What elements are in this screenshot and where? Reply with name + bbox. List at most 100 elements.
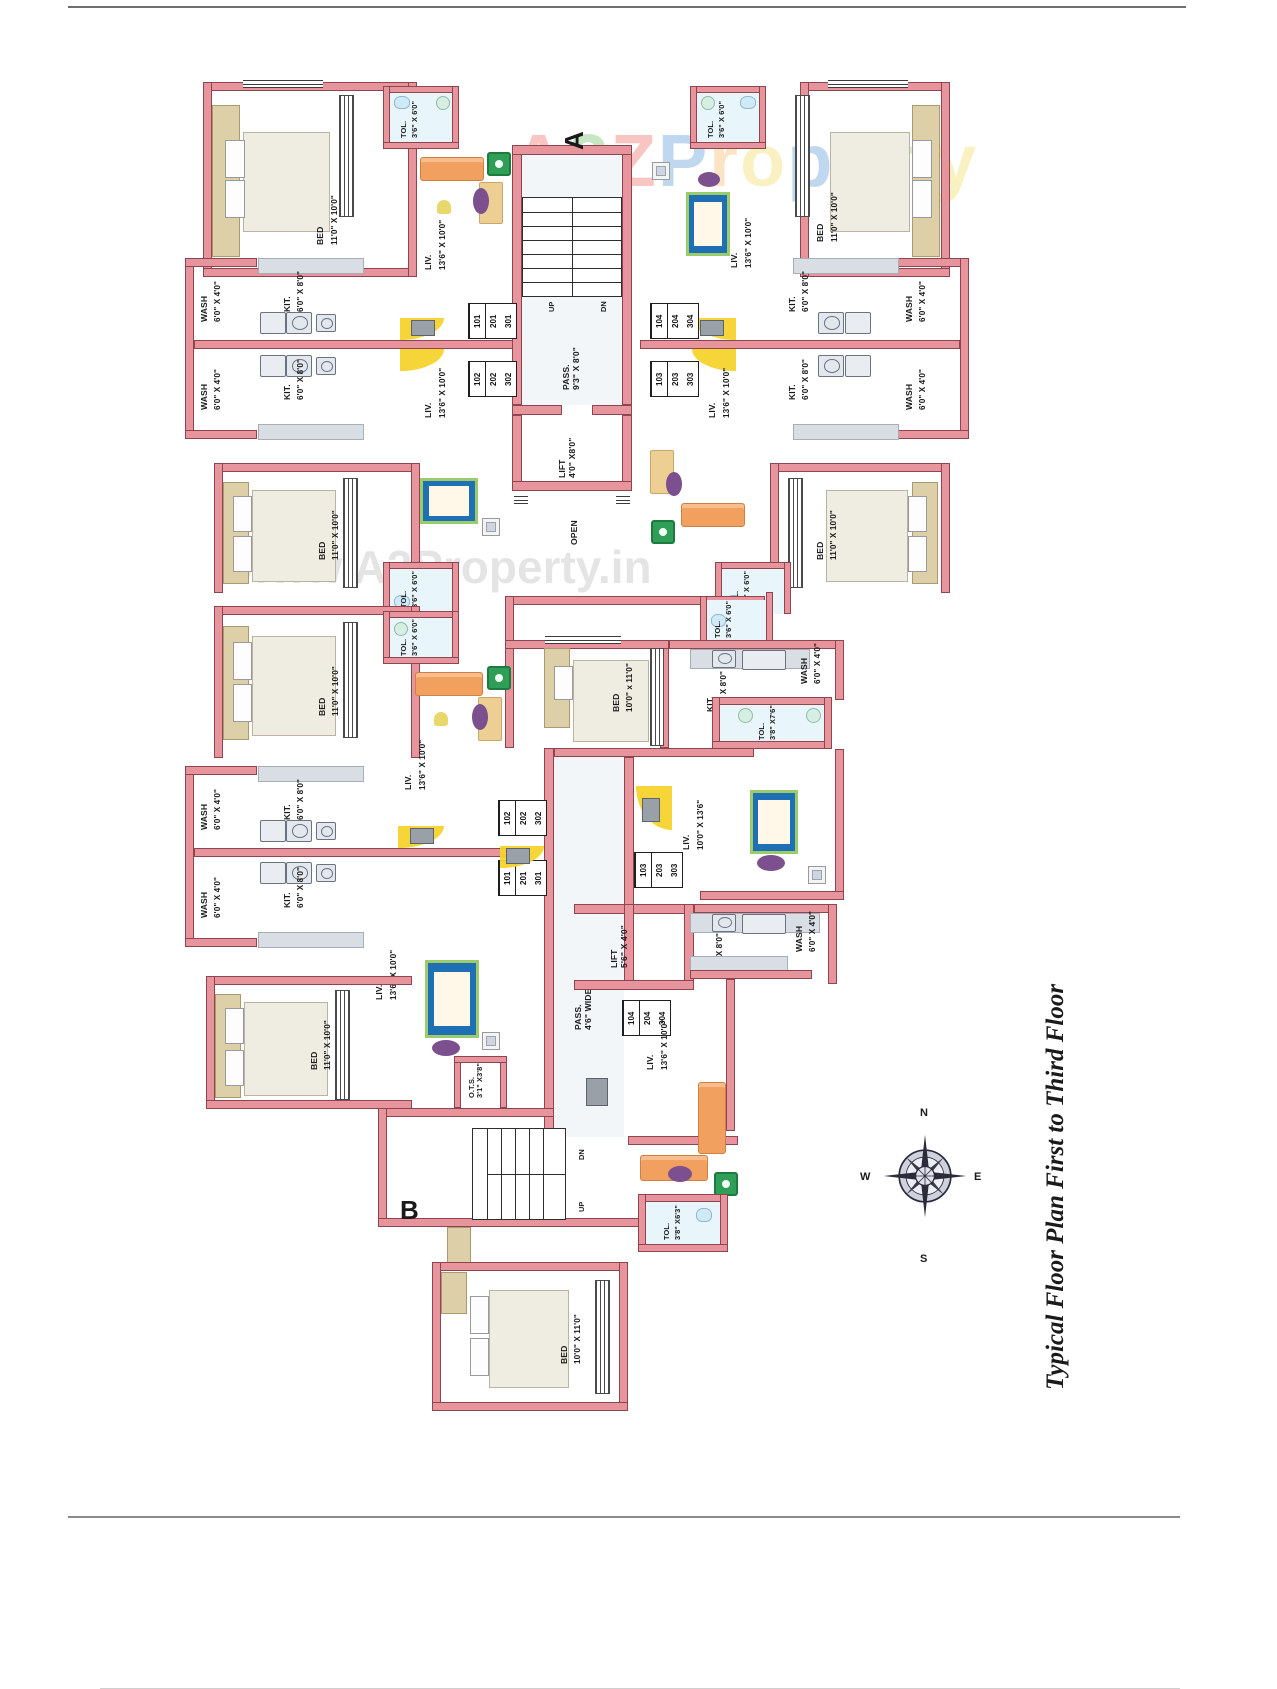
bed-furniture (573, 660, 649, 742)
washbasin-fixture (738, 708, 753, 723)
unit-number: 102 (469, 362, 485, 396)
unit-number: 301 (504, 314, 513, 328)
wall (897, 258, 969, 267)
room-label: LIV. (374, 984, 384, 1000)
wall (185, 938, 257, 947)
wall (432, 1402, 628, 1411)
door-leaf (410, 828, 434, 844)
wall-picture (482, 518, 500, 536)
room-dim: 6'0" X 4'0" (213, 281, 222, 322)
bed-furniture (243, 132, 330, 232)
page-top-rule (68, 6, 1186, 8)
kitchen-counter (793, 424, 899, 440)
hob-fixture (818, 355, 844, 377)
sofa (415, 672, 483, 696)
pillow (225, 1050, 244, 1086)
window-hatch (343, 622, 358, 738)
sink-fixture (845, 312, 871, 334)
wall (824, 697, 832, 749)
arc-accent (473, 188, 489, 214)
wall (512, 415, 522, 491)
room-label: BED (559, 1345, 569, 1364)
kitchen-counter (793, 258, 899, 274)
room-label: TOL. (713, 620, 722, 638)
wall (432, 1262, 441, 1410)
pillow (908, 536, 927, 572)
room-label: TOL. (757, 722, 766, 740)
wall (690, 970, 812, 979)
pillow (554, 666, 573, 700)
compass-north-label: N (920, 1107, 928, 1119)
window (514, 496, 528, 504)
wall (185, 766, 194, 946)
wall (960, 258, 969, 438)
room-dim: 13'6" X 10'0" (660, 1019, 669, 1070)
sink-fixture (260, 862, 286, 884)
wall (185, 766, 257, 775)
room-dim: 6'0" X 4'0" (918, 369, 927, 410)
window-hatch (788, 478, 803, 588)
sink-fixture (845, 355, 871, 377)
wall (619, 1262, 628, 1410)
sink-fixture (742, 650, 786, 670)
room-dim: 13'6" X 10'0" (438, 219, 447, 270)
room-dim: 3'6" X 6'0" (410, 100, 419, 138)
pillow (912, 180, 932, 218)
room-dim: 13'6" X 10'0" (418, 739, 427, 790)
room-dim: 11'0" X 10'0" (331, 510, 340, 560)
stair-dn-label: DN (577, 1149, 586, 1160)
room-dim: 6'0" X 8'0" (296, 359, 305, 400)
arc-accent (668, 1166, 692, 1182)
wall (383, 142, 459, 149)
unit-number: 304 (686, 314, 695, 328)
door-leaf (642, 798, 660, 822)
unit-number: 103 (651, 362, 667, 396)
unit-number-strip: 104 204 304 (650, 303, 699, 339)
room-dim: 6'0" X 8'0" (296, 867, 305, 908)
page-bottom-rule (68, 1516, 1180, 1518)
room-dim: 10'0" x 11'0" (625, 663, 634, 712)
wall (640, 340, 960, 349)
pillow (233, 496, 252, 532)
unit-number: 301 (534, 871, 543, 885)
door-leaf (700, 320, 724, 336)
unit-number-strip: 103 203 303 (650, 361, 699, 397)
sofa (420, 157, 484, 181)
wc-fixture (740, 96, 756, 109)
wall (383, 86, 459, 93)
bed-furniture (252, 636, 336, 736)
window-hatch (595, 1280, 610, 1394)
wall (185, 258, 194, 438)
room-label: LIV. (729, 252, 739, 268)
wall (454, 1056, 507, 1063)
bed-furniture (830, 132, 910, 232)
wall (214, 463, 420, 472)
arc-accent (757, 855, 785, 871)
wall (690, 86, 697, 148)
room-label: KIT. (787, 384, 797, 400)
room-label: WASH (904, 383, 914, 410)
wall (185, 430, 257, 439)
wall (383, 86, 390, 148)
room-label: BED (309, 1051, 319, 1070)
room-label: LIV. (423, 402, 433, 418)
room-label: KIT. (282, 296, 292, 312)
wall (432, 1262, 628, 1271)
wall (700, 596, 707, 646)
wall (574, 904, 694, 914)
room-label: WASH (199, 891, 209, 918)
wall (941, 82, 950, 277)
door-leaf (586, 1078, 608, 1106)
window (828, 80, 908, 88)
wardrobe-block (441, 1272, 467, 1314)
room-dim: 6'0" X 4'0" (213, 789, 222, 830)
room-label: WASH (199, 383, 209, 410)
wall (454, 1056, 461, 1108)
room-label: LIV. (707, 402, 717, 418)
tv-unit (487, 666, 511, 690)
room-label: BED (317, 697, 327, 716)
window-hatch (650, 648, 664, 746)
wing-b-label: B (400, 1195, 419, 1225)
room-label: TOL. (706, 120, 715, 138)
